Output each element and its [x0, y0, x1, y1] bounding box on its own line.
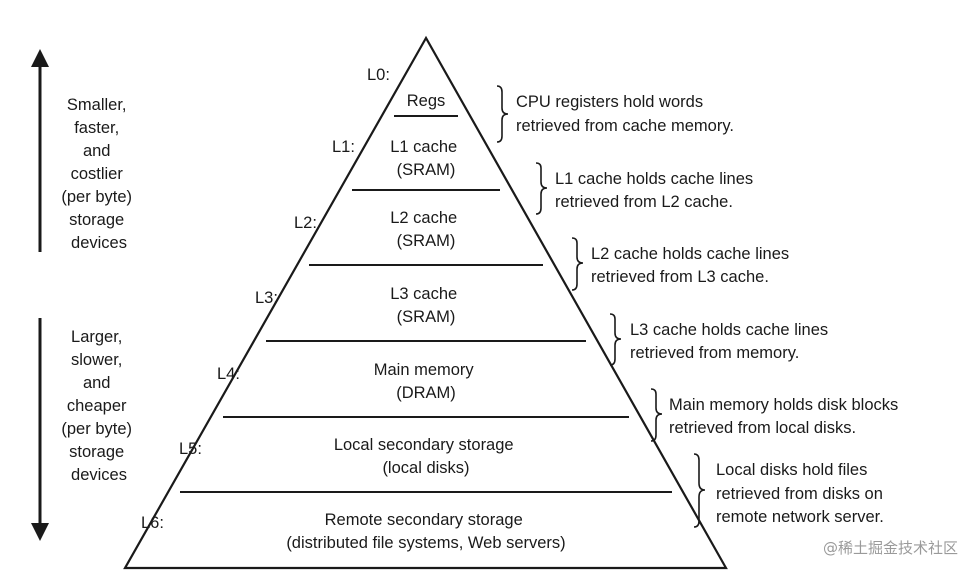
level-label-l2: L2:	[294, 214, 317, 232]
note-l1: L1 cache holds cache lines retrieved fro…	[555, 170, 758, 211]
watermark: @稀土掘金技术社区	[823, 539, 958, 557]
level-label-l0: L0:	[367, 66, 390, 84]
note-l2: L2 cache holds cache lines retrieved fro…	[591, 245, 794, 286]
level-label-l6: L6:	[141, 514, 164, 532]
pyramid-outline	[123, 35, 728, 570]
level-content-l1: L1 cache (SRAM)	[390, 138, 462, 179]
brace-l5	[693, 453, 706, 528]
level-label-l1: L1:	[332, 138, 355, 156]
level-content-l4: Main memory (DRAM)	[374, 361, 479, 402]
brace-l0	[496, 85, 509, 143]
note-l3: L3 cache holds cache lines retrieved fro…	[630, 321, 833, 362]
level-content-l6: Remote secondary storage (distributed fi…	[286, 511, 565, 552]
level-content-l0: Regs	[407, 92, 446, 110]
brace-l4	[650, 388, 663, 442]
level-content-l5: Local secondary storage (local disks)	[334, 436, 518, 477]
brace-l1	[535, 162, 548, 215]
note-l0: CPU registers hold words retrieved from …	[516, 93, 734, 135]
brace-l2	[571, 237, 584, 291]
level-content-l3: L3 cache (SRAM)	[390, 285, 462, 326]
note-l4: Main memory holds disk blocks retrieved …	[669, 396, 903, 437]
brace-l3	[609, 313, 622, 366]
side-note-bottom: Larger, slower, and cheaper (per byte) s…	[61, 328, 136, 484]
pyramid-separators	[180, 115, 672, 493]
side-note-top: Smaller, faster, and costlier (per byte)…	[61, 96, 136, 252]
level-label-l4: L4:	[217, 365, 240, 383]
level-label-l3: L3:	[255, 289, 278, 307]
level-content-l2: L2 cache (SRAM)	[390, 209, 462, 250]
note-l5: Local disks hold files retrieved from di…	[716, 461, 888, 526]
braces	[496, 85, 706, 528]
level-label-l5: L5:	[179, 440, 202, 458]
